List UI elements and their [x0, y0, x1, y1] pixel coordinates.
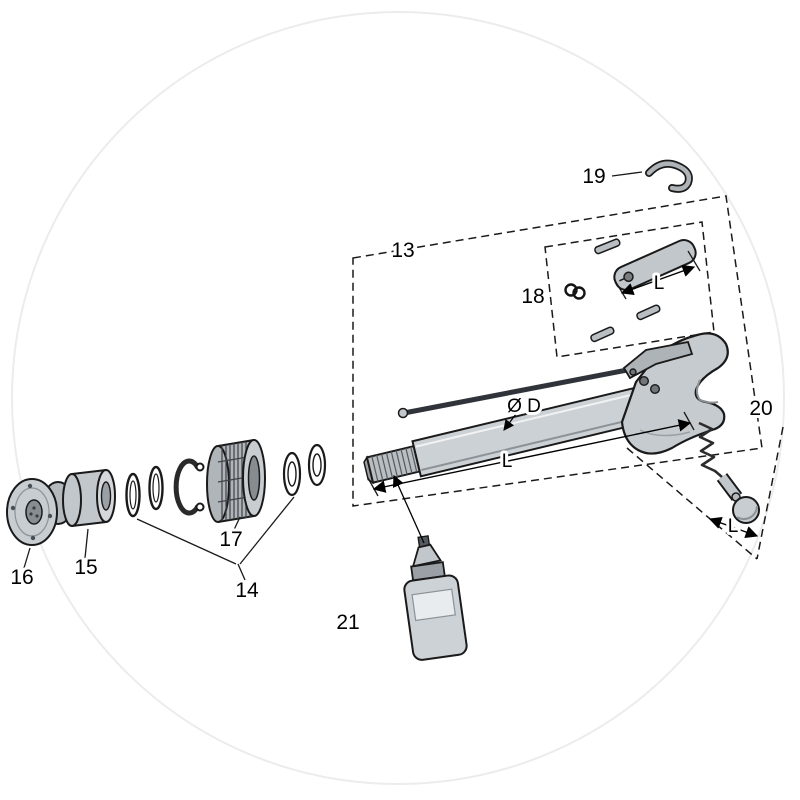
label-15-leader	[84, 528, 89, 559]
hook-pivot-hole	[650, 384, 661, 395]
spring-pin	[636, 304, 661, 321]
clamp-dimension	[613, 250, 701, 300]
bottle-21-leader-arrow	[392, 474, 425, 544]
adhesive-bottle-21	[403, 535, 468, 661]
washer	[307, 443, 327, 487]
snap-ring	[173, 458, 205, 516]
part-label-20: 20	[749, 397, 772, 420]
washer	[282, 451, 302, 497]
part-label-15: 15	[74, 556, 97, 579]
spacer-sleeve-15	[62, 469, 116, 527]
retaining-clip-19	[611, 159, 693, 193]
compression-spring	[698, 421, 723, 478]
spring-pin	[590, 326, 615, 343]
claw-hook	[620, 332, 729, 455]
washer-ring	[148, 465, 164, 511]
rod-end-ball-joint	[716, 473, 760, 524]
part-label-21: 21	[336, 611, 359, 634]
roll-pin-icon	[564, 283, 586, 300]
dim-label-shaft-L: L	[502, 451, 513, 472]
watermark-circle	[11, 11, 785, 785]
handle-rod	[397, 363, 651, 419]
part-label-19: 19	[582, 165, 605, 188]
part-label-17: 17	[219, 528, 242, 551]
hook-pivot-hole	[639, 376, 650, 387]
part-label-14: 14	[235, 579, 259, 602]
part-label-18: 18	[521, 285, 544, 308]
flanged-bushing-16	[6, 478, 74, 546]
dim-label-diameter: Ø D	[507, 396, 541, 417]
washer-ring	[125, 472, 141, 518]
spring-pin	[594, 238, 621, 255]
subassembly-boundary-18	[544, 221, 715, 358]
dim-label-clamp-L: L	[654, 273, 665, 294]
hook-pivot-hole	[629, 368, 637, 376]
label-17-leader	[232, 516, 241, 533]
shaft-dimension	[367, 411, 695, 497]
label-14-leader	[136, 496, 295, 581]
rod-end-dimension	[708, 516, 759, 539]
label-16-leader	[23, 547, 31, 569]
round-nut-17	[206, 439, 266, 523]
hook-latch	[622, 340, 694, 380]
dim-label-rodend-L: L	[728, 516, 739, 537]
detail-boundary-20-right	[756, 426, 784, 560]
diameter-leader	[503, 413, 517, 431]
part-label-16: 16	[10, 566, 33, 589]
clip-19-leader	[611, 171, 643, 177]
assembly-boundary-13	[352, 195, 763, 507]
part-label-13: 13	[391, 239, 414, 262]
